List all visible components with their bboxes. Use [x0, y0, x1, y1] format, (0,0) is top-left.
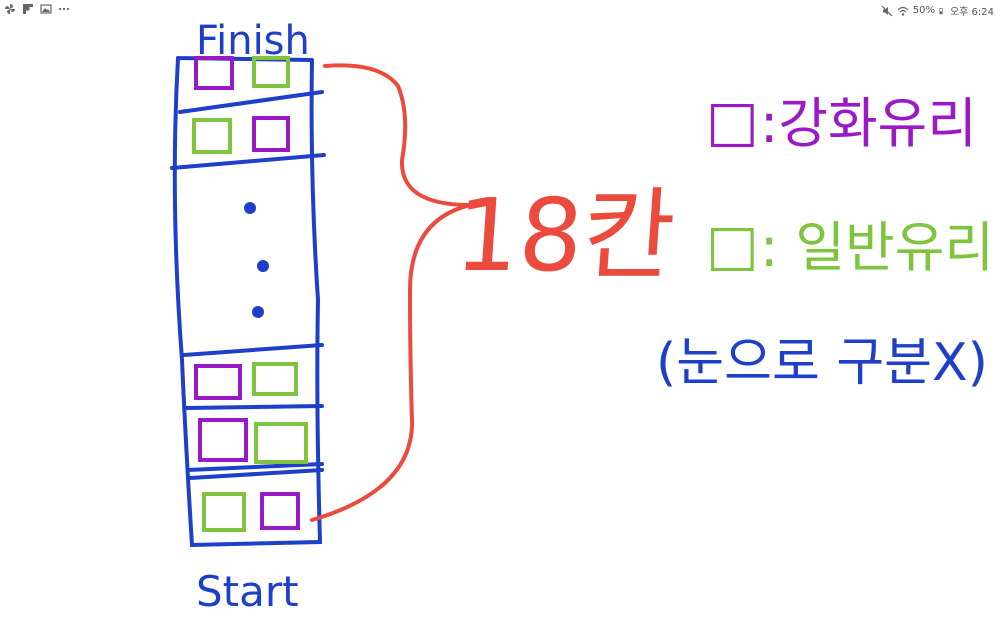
red-bracket	[310, 63, 472, 522]
gallery-icon	[40, 4, 52, 14]
battery-icon	[939, 7, 943, 14]
note-label: (눈으로 구분X)	[656, 333, 988, 393]
legend-normal-symbol: □	[706, 213, 759, 278]
legend-tempered-text: :강화유리	[760, 92, 977, 155]
flipboard-icon	[23, 4, 33, 14]
ellipsis-dots	[244, 202, 269, 318]
start-label: Start	[196, 567, 299, 616]
legend-normal-text: : 일반유리	[760, 216, 994, 279]
normal-glass-pane	[254, 422, 308, 464]
normal-glass-pane	[252, 362, 298, 396]
status-left-icons	[4, 3, 70, 15]
tempered-glass-pane	[260, 492, 300, 530]
row-dividers	[170, 90, 326, 480]
clock: 오후 6:24	[949, 7, 994, 18]
more-dots-icon[interactable]	[58, 3, 70, 15]
normal-glass-pane	[202, 492, 246, 532]
normal-glass-pane	[252, 56, 290, 88]
mute-icon	[881, 5, 893, 16]
battery-percent: 50%	[912, 5, 935, 16]
tempered-glass-pane	[198, 418, 248, 462]
legend-tempered-symbol: □	[706, 89, 759, 154]
pinwheel-icon	[5, 4, 15, 14]
tempered-glass-pane	[252, 116, 290, 152]
tempered-glass-pane	[194, 364, 242, 400]
wifi-icon	[897, 6, 909, 16]
status-right: 50% 오후 6:24	[881, 3, 994, 18]
count-label: 18칸	[451, 177, 678, 294]
status-bar: 50% 오후 6:24	[0, 0, 1000, 20]
tempered-glass-pane	[194, 56, 234, 90]
normal-glass-pane	[192, 118, 232, 154]
